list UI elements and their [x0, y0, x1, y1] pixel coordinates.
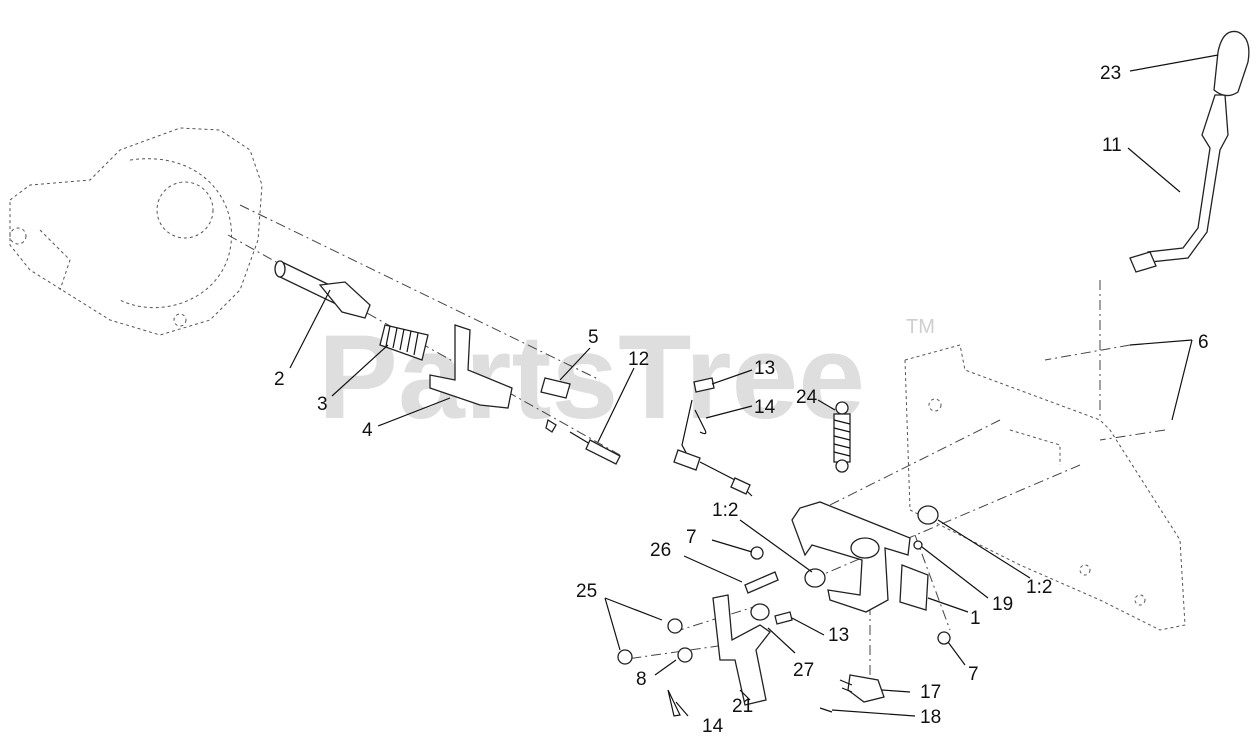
callout-14-lower: 14	[702, 716, 724, 737]
callout-23: 23	[1100, 63, 1121, 84]
callout-1-2-left: 1:2	[712, 500, 738, 521]
callout-17: 17	[920, 682, 941, 703]
shift-lever	[1129, 94, 1229, 273]
cable-end	[545, 418, 621, 465]
callout-2: 2	[274, 369, 285, 390]
callouts: 23 11 6 5 12 13 14 24 2 3 4 1:2 7 26 25 …	[274, 63, 1209, 737]
frame-bracket	[904, 344, 1186, 631]
main-bracket	[791, 501, 929, 613]
callout-4: 4	[362, 420, 373, 441]
callout-25: 25	[576, 581, 597, 602]
callout-18: 18	[920, 707, 941, 728]
callout-14-upper: 14	[754, 397, 776, 418]
callout-8: 8	[636, 669, 647, 690]
lever-grip	[1213, 30, 1250, 97]
callout-7-left: 7	[686, 527, 697, 548]
detent-bracket	[429, 324, 513, 409]
callout-1: 1	[970, 608, 981, 629]
callout-13-lower: 13	[828, 625, 849, 646]
callout-27: 27	[793, 660, 814, 681]
transmission-housing	[9, 127, 263, 336]
spring	[379, 324, 429, 361]
callout-11: 11	[1102, 135, 1122, 156]
callout-21: 21	[732, 696, 753, 717]
screw	[819, 707, 833, 713]
callout-19: 19	[992, 594, 1013, 615]
safety-switch	[839, 674, 885, 703]
shift-arm	[318, 281, 371, 319]
linkage-rod	[673, 377, 753, 497]
callout-26: 26	[650, 540, 671, 561]
callout-12: 12	[628, 349, 649, 370]
lower-arm	[712, 594, 771, 706]
callout-24: 24	[796, 387, 818, 408]
callout-1-2-right: 1:2	[1026, 577, 1052, 598]
pin	[540, 377, 571, 399]
hairpin-clip	[694, 409, 707, 435]
bushing	[804, 505, 939, 588]
callout-3: 3	[317, 394, 328, 415]
leader-lines	[289, 54, 1219, 717]
extension-spring	[833, 401, 851, 473]
nuts-and-bolts	[617, 540, 951, 665]
callout-7-right: 7	[968, 664, 979, 685]
callout-6: 6	[1198, 332, 1209, 353]
cotter-pin	[667, 689, 681, 717]
callout-13-upper: 13	[754, 358, 775, 379]
callout-5: 5	[588, 327, 599, 348]
watermark-trademark: TM	[906, 316, 935, 338]
